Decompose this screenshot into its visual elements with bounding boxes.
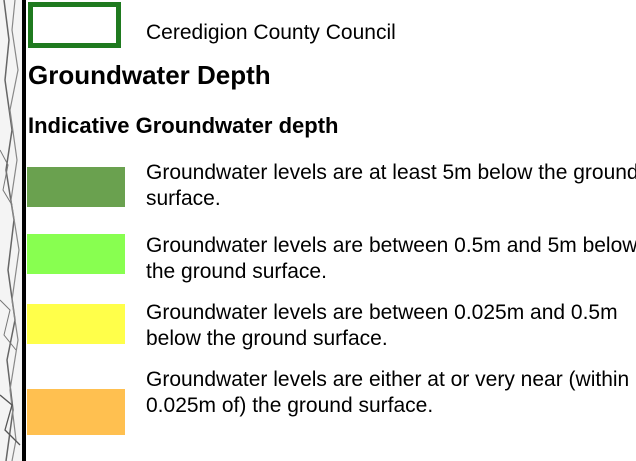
legend-swatch	[27, 167, 125, 207]
boundary-swatch	[28, 2, 121, 48]
boundary-legend-row: Ceredigion County Council	[26, 0, 636, 54]
legend-item-label: Groundwater levels are between 0.025m an…	[146, 301, 618, 350]
legend-swatch	[27, 304, 125, 344]
legend-title: Groundwater Depth	[28, 60, 271, 90]
legend-item-label: Groundwater levels are between 0.5m and …	[146, 234, 636, 283]
legend-panel: Ceredigion County Council Groundwater De…	[22, 0, 636, 461]
legend-item-label: Groundwater levels are at least 5m below…	[146, 161, 636, 210]
boundary-label: Ceredigion County Council	[146, 21, 396, 44]
legend-swatch	[27, 389, 125, 435]
map-edge-lines	[0, 0, 22, 461]
legend-subtitle: Indicative Groundwater depth	[28, 113, 339, 138]
map-edge	[0, 0, 22, 461]
legend-item-label: Groundwater levels are either at or very…	[146, 368, 630, 417]
legend-swatch	[27, 234, 125, 274]
